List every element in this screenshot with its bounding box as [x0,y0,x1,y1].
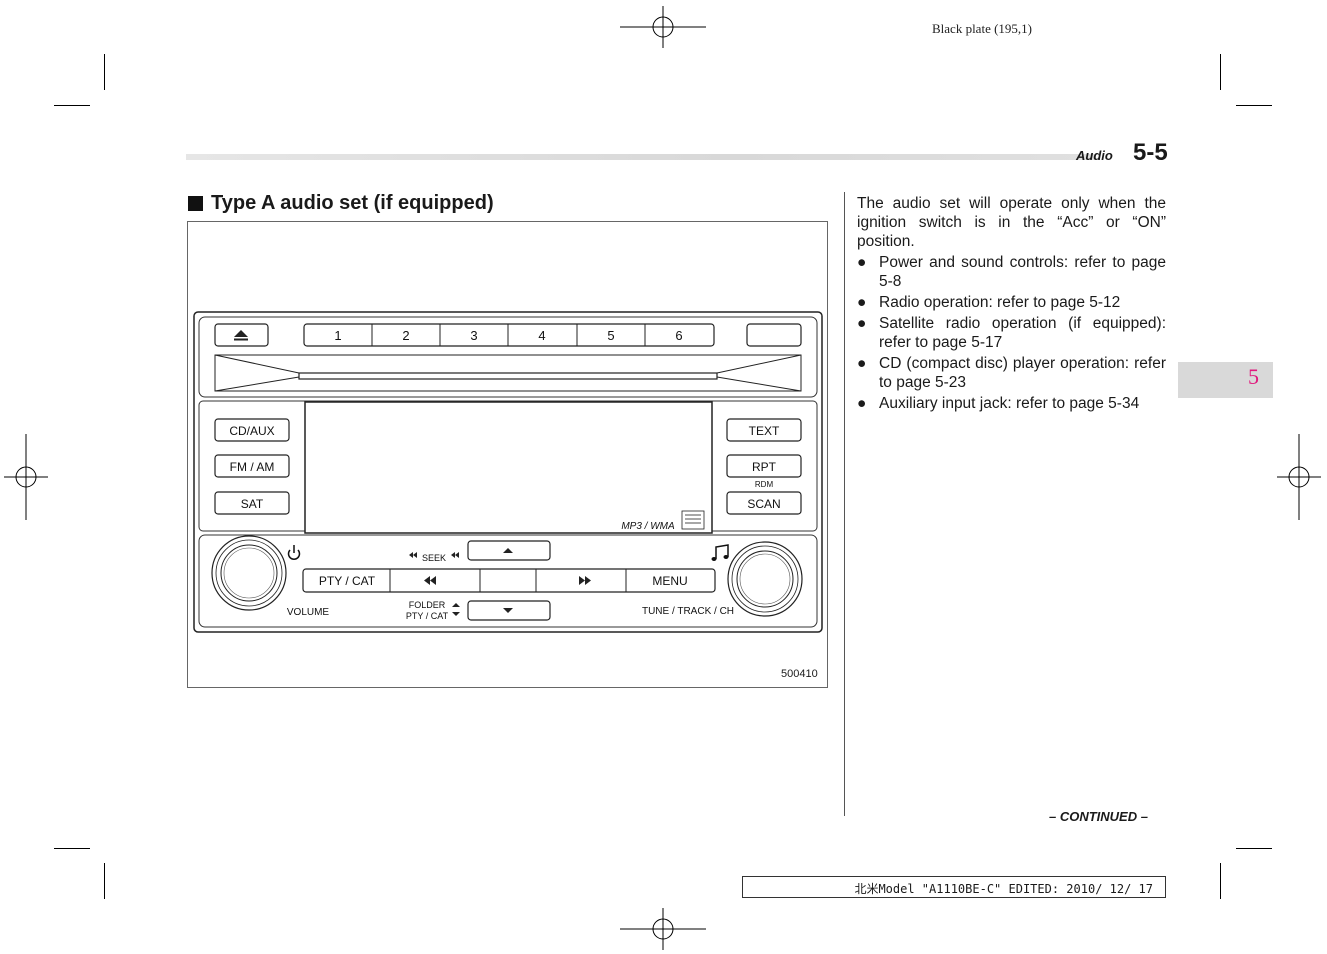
fm-am-button[interactable]: FM / AM [230,460,275,474]
volume-knob[interactable] [211,535,287,611]
pty-cat-button[interactable]: PTY / CAT [319,574,376,588]
list-item: ●CD (compact disc) player operation: ref… [857,355,1166,391]
crop-mark [54,105,90,106]
up-small-icon [452,603,460,607]
bullet-dot-icon: ● [857,254,867,271]
display-screen [304,401,713,534]
radio-diagram: 1 2 3 4 5 6 MP3 / WMA CD/AUX FM / AM SAT… [193,311,823,633]
registration-mark-icon [620,6,706,48]
section-title: Type A audio set (if equipped) [188,192,494,215]
rewind-button[interactable] [424,576,436,585]
music-note-icon [711,544,729,561]
fast-forward-button[interactable] [579,576,591,585]
list-item: ●Radio operation: refer to page 5-12 [857,294,1121,311]
forward-small-icon [451,552,459,558]
tune-track-ch-label: TUNE / TRACK / CH [642,606,734,617]
folder-pty-cat-label: PTY / CAT [406,611,449,621]
tune-knob[interactable] [727,541,803,617]
header-section: Audio [1076,148,1113,163]
figure-code: 500410 [781,668,818,680]
down-small-icon [452,612,460,616]
preset-button-5[interactable]: 5 [607,328,614,343]
footer-edition: 北米Model "A1110BE-C" EDITED: 2010/ 12/ 17 [742,876,1166,898]
up-arrow-icon [503,548,513,553]
folder-label: FOLDER [409,600,446,610]
sat-button[interactable]: SAT [241,497,264,511]
seek-label: SEEK [422,553,446,563]
crop-mark [1236,848,1272,849]
scan-button[interactable]: SCAN [747,497,780,511]
crop-mark [1220,863,1221,899]
bullet-dot-icon: ● [857,294,867,311]
down-arrow-icon [503,608,513,613]
list-item: ●Satellite radio operation (if equipped)… [857,315,1166,351]
rewind-small-icon [409,552,417,558]
registration-mark-icon [620,908,706,950]
crop-mark [54,848,90,849]
bullet-dot-icon: ● [857,355,867,372]
list-item: ●Auxiliary input jack: refer to page 5-3… [857,395,1140,412]
disc-logo-icon [681,510,705,530]
cd-slot[interactable] [298,372,718,380]
crop-mark [1220,54,1221,90]
page-number: 5-5 [1133,139,1168,166]
center-button[interactable] [481,570,535,591]
menu-button[interactable]: MENU [652,574,687,588]
chapter-tab [1178,362,1273,398]
preset-button-6[interactable]: 6 [675,328,682,343]
text-button[interactable]: TEXT [749,424,780,438]
power-icon [287,545,301,561]
rpt-button[interactable]: RPT [752,460,777,474]
preset-button-4[interactable]: 4 [538,328,545,343]
crop-mark [1236,105,1272,106]
blank-button[interactable] [746,323,802,347]
volume-label: VOLUME [287,607,330,618]
preset-button-3[interactable]: 3 [470,328,477,343]
bullet-dot-icon: ● [857,395,867,412]
list-item: ●Power and sound controls: refer to page… [857,254,1166,290]
square-bullet-icon [188,196,203,211]
mp3-wma-label: MP3 / WMA [621,521,675,532]
cd-aux-button[interactable]: CD/AUX [229,424,274,438]
bullet-dot-icon: ● [857,315,867,332]
preset-button-1[interactable]: 1 [334,328,341,343]
body-text: The audio set will operate only when the… [857,194,1166,415]
section-title-text: Type A audio set (if equipped) [211,192,494,214]
intro-paragraph: The audio set will operate only when the… [857,195,1166,250]
eject-icon [234,330,248,337]
rdm-label: RDM [755,480,774,489]
continued-label: – CONTINUED – [1049,809,1148,824]
plate-info: Black plate (195,1) [932,21,1032,36]
crop-mark [104,863,105,899]
chapter-number: 5 [1248,364,1259,389]
figure-frame [187,221,828,688]
header-rule [186,154,1096,160]
crop-mark [104,54,105,90]
registration-mark-icon [4,434,48,520]
preset-button-2[interactable]: 2 [402,328,409,343]
registration-mark-icon [1277,434,1321,520]
column-divider [844,192,845,816]
